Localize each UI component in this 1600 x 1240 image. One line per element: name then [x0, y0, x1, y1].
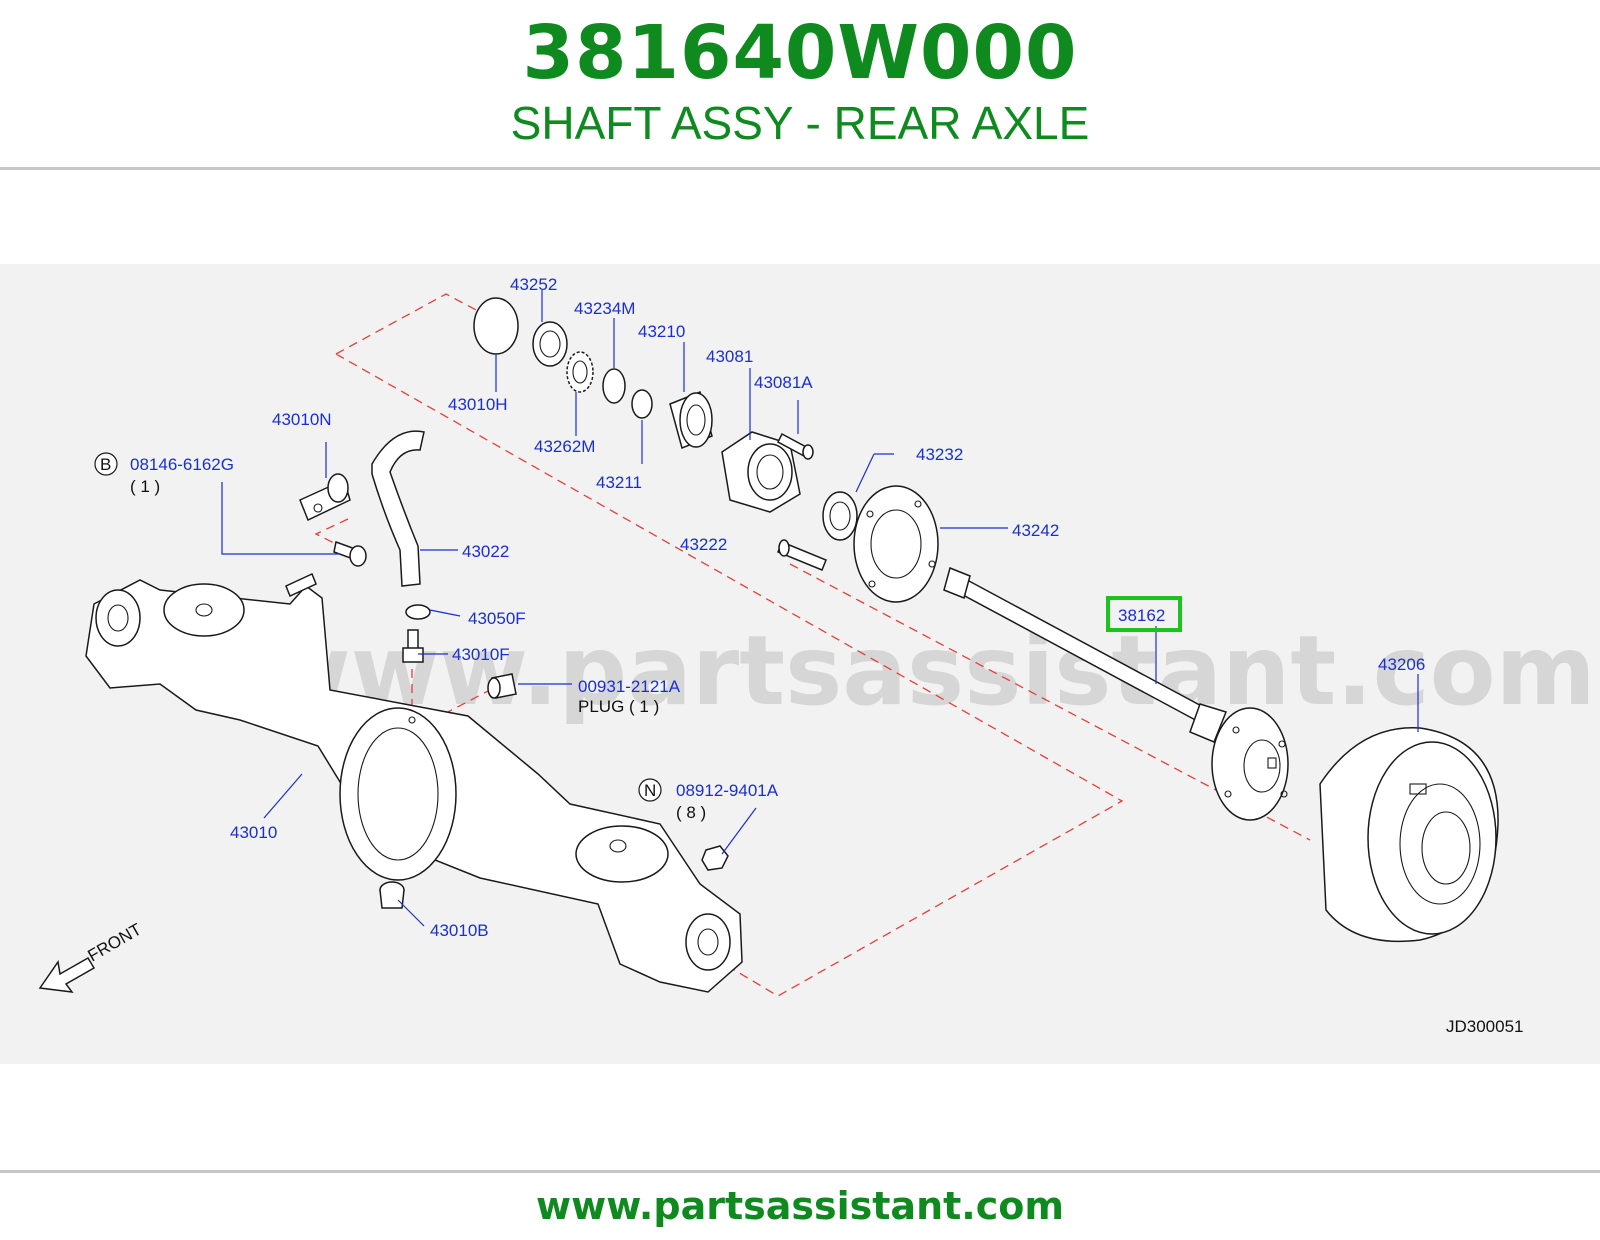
- label-43010f[interactable]: 43010F: [452, 645, 510, 664]
- watermark-text: www.partsassistant.com: [262, 615, 1596, 727]
- front-direction-arrow: FRONT: [38, 920, 145, 993]
- label-00931-2121a[interactable]: 00931-2121A: [578, 677, 681, 696]
- label-43081[interactable]: 43081: [706, 347, 753, 366]
- label-43010b[interactable]: 43010B: [430, 921, 489, 940]
- part-08146-bolt[interactable]: [333, 540, 367, 567]
- front-label: FRONT: [85, 920, 145, 966]
- label-43206[interactable]: 43206: [1378, 655, 1425, 674]
- part-43010-axle-housing[interactable]: [85, 572, 743, 993]
- label-08912-9401a[interactable]: 08912-9401A: [676, 781, 779, 800]
- part-43022-hose[interactable]: [371, 430, 425, 587]
- dashed-outline-shaft: [789, 563, 1311, 841]
- dashed-outline-plug: [443, 688, 493, 715]
- dashed-outline-upper: [335, 293, 1124, 997]
- label-43242[interactable]: 43242: [1012, 521, 1059, 540]
- highlight-box-38162: [1106, 596, 1182, 632]
- label-43081a[interactable]: 43081A: [754, 373, 813, 392]
- part-43081-housing[interactable]: [721, 431, 801, 513]
- label-43234m[interactable]: 43234M: [574, 299, 635, 318]
- label-43211[interactable]: 43211: [596, 473, 642, 492]
- part-00931-plug[interactable]: [487, 673, 517, 699]
- label-43022[interactable]: 43022: [462, 542, 509, 561]
- top-divider: [0, 167, 1600, 170]
- part-43242-plate[interactable]: [853, 485, 939, 603]
- marker-n-letter: N: [644, 781, 656, 800]
- part-43262m-nut[interactable]: [566, 351, 594, 393]
- label-43232[interactable]: 43232: [916, 445, 963, 464]
- part-43010n-bracket[interactable]: [299, 473, 351, 522]
- part-43010h-cap[interactable]: [473, 297, 519, 355]
- footer-url-link[interactable]: www.partsassistant.com: [536, 1184, 1064, 1228]
- bottom-divider: [0, 1170, 1600, 1173]
- part-43206-brake-drum[interactable]: [1319, 727, 1499, 943]
- label-43050f[interactable]: 43050F: [468, 609, 526, 628]
- qty-08912: ( 8 ): [676, 803, 706, 822]
- label-43210[interactable]: 43210: [638, 322, 685, 341]
- part-number-title: 381640W000: [522, 10, 1078, 96]
- part-43010f-breather[interactable]: [402, 629, 424, 663]
- part-43081a-stud[interactable]: [777, 432, 814, 460]
- part-43211-ring[interactable]: [631, 389, 653, 419]
- marker-b: B: [94, 452, 118, 476]
- part-43222-bolt[interactable]: [777, 539, 827, 571]
- part-43050f-clip[interactable]: [405, 604, 431, 620]
- part-43010b-plug[interactable]: [379, 881, 405, 909]
- label-43010[interactable]: 43010: [230, 823, 277, 842]
- label-43222[interactable]: 43222: [680, 535, 727, 554]
- label-43262m[interactable]: 43262M: [534, 437, 595, 456]
- parts-diagram: www.partsassistant.com: [0, 264, 1600, 1064]
- part-38162-axle-shaft[interactable]: [943, 566, 1289, 821]
- header: 381640W000 SHAFT ASSY - REAR AXLE: [0, 0, 1600, 170]
- marker-b-letter: B: [100, 455, 111, 474]
- label-38162[interactable]: 38162: [1118, 606, 1165, 625]
- exploded-view-svg: www.partsassistant.com: [38, 275, 1596, 1036]
- dashed-outline-bracket: [314, 518, 349, 547]
- label-43252[interactable]: 43252: [510, 275, 557, 294]
- part-name-subtitle: SHAFT ASSY - REAR AXLE: [510, 97, 1090, 149]
- part-08912-nut[interactable]: [701, 845, 729, 871]
- part-43232-seal[interactable]: [822, 491, 858, 541]
- label-08146-6162g[interactable]: 08146-6162G: [130, 455, 234, 474]
- plug-qty-00931: PLUG ( 1 ): [578, 697, 659, 716]
- qty-08146: ( 1 ): [130, 477, 160, 496]
- part-43210-bearing[interactable]: [669, 390, 713, 450]
- part-43234m-washer[interactable]: [602, 368, 626, 404]
- label-43010n[interactable]: 43010N: [272, 410, 332, 429]
- leader-lines: [221, 290, 1419, 927]
- diagram-code: JD300051: [1446, 1017, 1524, 1036]
- part-43252-seal[interactable]: [532, 321, 568, 367]
- label-43010h[interactable]: 43010H: [448, 395, 508, 414]
- marker-n: N: [638, 778, 662, 802]
